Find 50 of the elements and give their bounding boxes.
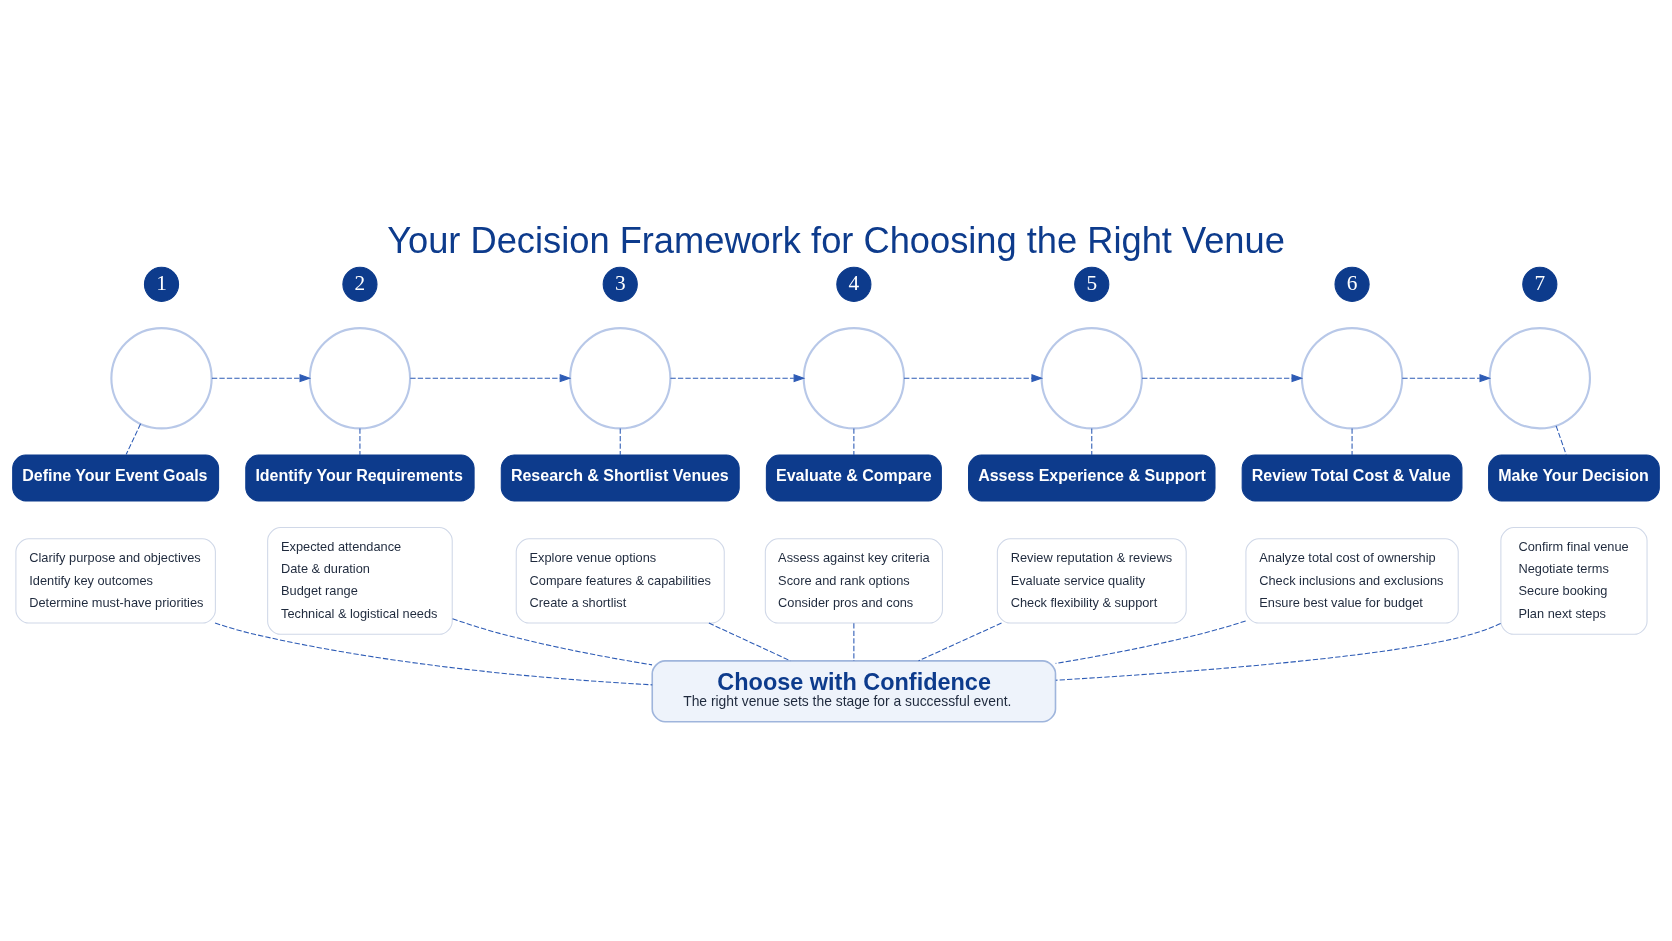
- node-box: Choose with Confidence The right venue sets the stage for a successful event.: [651, 660, 1057, 723]
- node-box: Analyze total cost of ownership Check inclusions and exclusions Ensure best value for budget: [1245, 538, 1459, 624]
- node-box: Research & Shortlist Venues: [500, 454, 740, 502]
- arrow: [211, 374, 312, 383]
- connector: [359, 427, 361, 456]
- arrow: [669, 374, 806, 383]
- node-circle: 4: [836, 266, 872, 302]
- node-circle: 1: [143, 266, 180, 302]
- node-box: Expected attendance Date & duration Budget range Technical & logistical needs: [267, 527, 453, 635]
- node-circle: [1300, 327, 1404, 430]
- node-circle: [1488, 327, 1592, 430]
- connector: [1351, 427, 1353, 456]
- connector: [452, 618, 653, 666]
- node-box: Make Your Decision: [1488, 454, 1660, 502]
- node-circle: 5: [1074, 266, 1110, 302]
- diagram-title: Your Decision Framework for Choosing the Right Venue: [387, 219, 1285, 261]
- connector: [853, 622, 855, 662]
- node-circle: [1040, 327, 1143, 430]
- node-box: Clarify purpose and objectives Identify key outcomes Determine must-have priorities: [15, 538, 216, 624]
- arrow: [1141, 374, 1304, 383]
- node-circle: [308, 327, 412, 430]
- node-box: Identify Your Requirements: [245, 454, 475, 502]
- connector: [619, 427, 621, 456]
- connector: [1555, 425, 1567, 456]
- arrow: [409, 374, 572, 383]
- node-circle: [802, 327, 906, 430]
- connector: [1055, 623, 1502, 681]
- node-circle: [110, 327, 213, 430]
- connector: [708, 622, 791, 662]
- node-circle: 3: [602, 266, 638, 302]
- node-circle: 2: [342, 266, 378, 302]
- connector: [1091, 427, 1093, 456]
- node-box: Define Your Event Goals: [12, 454, 220, 502]
- connector: [853, 427, 855, 456]
- node-box: Assess against key criteria Score and rank options Consider pros and cons: [764, 538, 943, 624]
- connector: [918, 622, 1003, 662]
- node-box: Evaluate & Compare: [765, 454, 942, 502]
- node-circle: 7: [1522, 266, 1558, 302]
- arrow: [1401, 374, 1492, 383]
- connector: [1055, 620, 1247, 664]
- arrow: [903, 374, 1044, 383]
- node-circle: 6: [1334, 266, 1370, 302]
- node-box: Explore venue options Compare features & capabilities Create a shortlist: [515, 538, 725, 624]
- node-box: Assess Experience & Support: [968, 454, 1216, 502]
- node-box: Review Total Cost & Value: [1241, 454, 1463, 502]
- connector: [214, 622, 653, 686]
- node-box: Review reputation & reviews Evaluate service quality Check flexibility & support: [996, 538, 1187, 624]
- connector: [125, 423, 142, 456]
- node-circle: [569, 327, 672, 430]
- node-box: Confirm final venue Negotiate terms Secure booking Plan next steps: [1500, 527, 1648, 635]
